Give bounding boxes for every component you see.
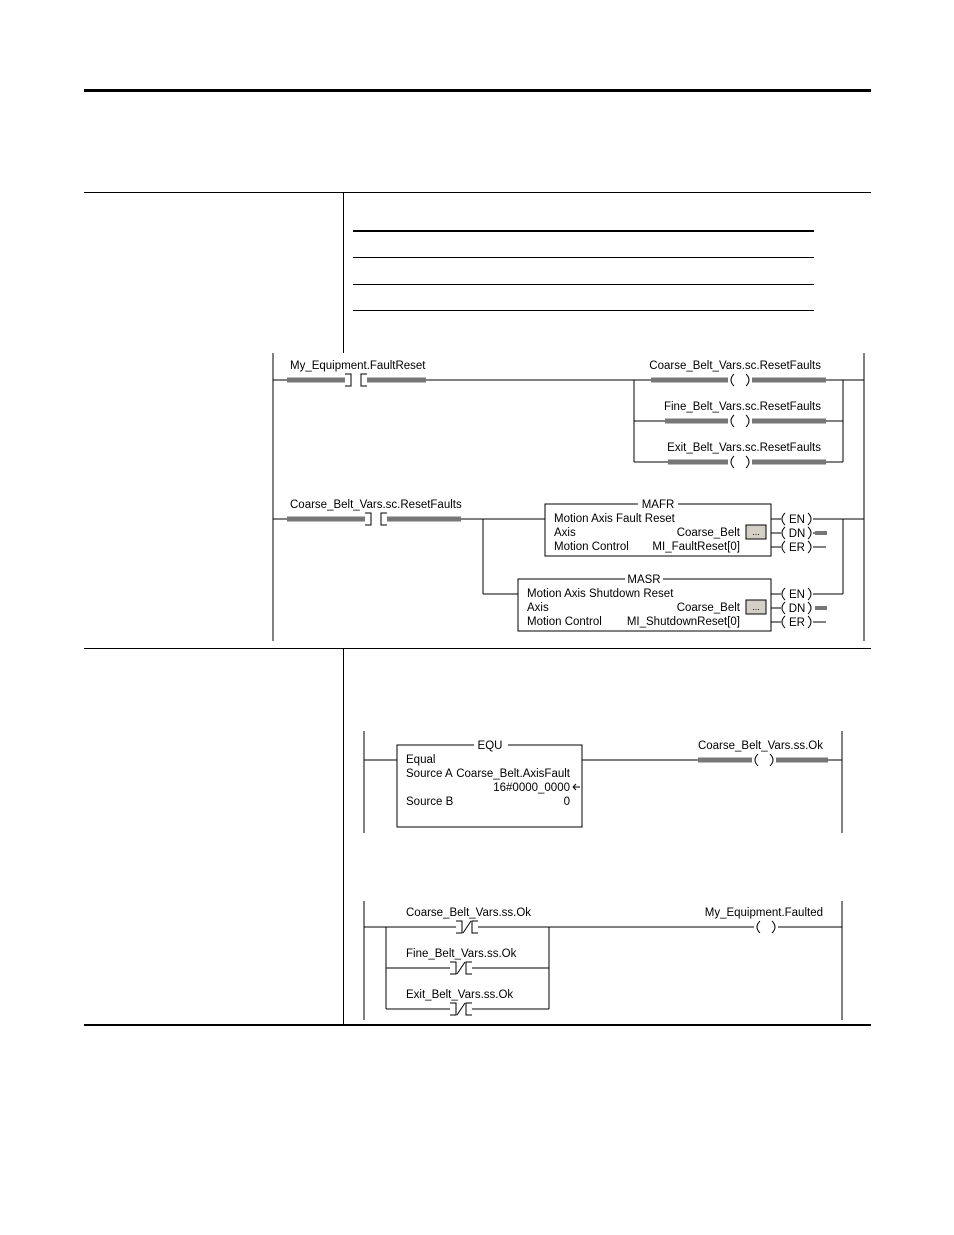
mafr-instruction-block[interactable]: MAFR Motion Axis Fault Reset Axis Coarse…	[544, 498, 772, 557]
contact-xic[interactable]	[345, 373, 367, 387]
status-bit-dn: DN	[781, 526, 812, 540]
axis-label: Axis	[554, 527, 576, 539]
status-bit-er: ER	[781, 540, 812, 554]
svg-text:ER: ER	[789, 542, 805, 554]
coil-ote[interactable]	[728, 455, 752, 469]
rung-3: EQU Equal Source A Coarse_Belt.AxisFault…	[363, 731, 843, 833]
rung-2: Coarse_Belt_Vars.sc.ResetFaults MAFR Mot…	[273, 498, 864, 632]
coil-ote[interactable]	[728, 414, 752, 428]
svg-text:DN: DN	[789, 528, 806, 540]
contact-xio[interactable]	[456, 920, 478, 934]
svg-text:EN: EN	[789, 589, 805, 601]
subtable-rule-top	[353, 230, 814, 232]
table-row-rule	[84, 648, 871, 649]
arrow-left-icon	[572, 783, 580, 791]
coil-tag-label: Fine_Belt_Vars.sc.ResetFaults	[664, 401, 821, 413]
header-rule	[84, 89, 871, 92]
table-column-divider-lower	[343, 648, 344, 1025]
contact-xio[interactable]	[450, 961, 472, 975]
source-a-tag: Coarse_Belt.AxisFault	[456, 768, 571, 780]
table-column-divider	[343, 192, 344, 353]
source-a-value: 16#0000_0000	[493, 782, 570, 794]
motion-control-value: MI_FaultReset[0]	[652, 541, 740, 553]
axis-value: Coarse_Belt	[677, 527, 741, 539]
coil-ote[interactable]	[728, 373, 752, 387]
coil-tag-label: Exit_Belt_Vars.sc.ResetFaults	[667, 442, 821, 454]
motion-control-label: Motion Control	[554, 541, 629, 553]
instruction-description: Motion Axis Fault Reset	[554, 513, 676, 525]
contact-xic[interactable]	[365, 512, 387, 526]
subtable-rule	[353, 284, 814, 285]
status-bit-en: EN	[781, 512, 812, 526]
rung-1: My_Equipment.FaultReset Coarse_Belt_Vars…	[273, 360, 864, 469]
contact-xio[interactable]	[450, 1002, 472, 1016]
svg-text:ER: ER	[789, 617, 805, 629]
source-b-value: 0	[564, 796, 570, 808]
instruction-name: MASR	[627, 574, 660, 586]
instruction-description: Equal	[406, 754, 435, 766]
svg-text:EN: EN	[789, 514, 805, 526]
table-top-rule	[84, 192, 871, 193]
contact-tag-label: Fine_Belt_Vars.ss.Ok	[406, 948, 517, 960]
source-a-label: Source A	[406, 768, 453, 780]
motion-control-value: MI_ShutdownReset[0]	[627, 616, 740, 628]
contact-tag-label: Coarse_Belt_Vars.sc.ResetFaults	[290, 499, 462, 511]
motion-control-label: Motion Control	[527, 616, 602, 628]
axis-label: Axis	[527, 602, 549, 614]
coil-ote[interactable]	[754, 920, 778, 934]
subtable-rule	[353, 310, 814, 311]
status-bit-er: ER	[781, 615, 812, 629]
equ-instruction-block[interactable]: EQU Equal Source A Coarse_Belt.AxisFault…	[396, 739, 583, 828]
browse-button[interactable]: ...	[745, 599, 767, 615]
contact-tag-label: Coarse_Belt_Vars.ss.Ok	[406, 907, 531, 919]
svg-text:...: ...	[752, 527, 760, 537]
browse-button[interactable]: ...	[745, 524, 767, 540]
svg-text:...: ...	[752, 602, 760, 612]
axis-value: Coarse_Belt	[677, 602, 741, 614]
coil-tag-label: My_Equipment.Faulted	[705, 907, 823, 919]
instruction-name: EQU	[478, 740, 503, 752]
subtable-rule	[353, 257, 814, 258]
contact-tag-label: Exit_Belt_Vars.ss.Ok	[406, 989, 513, 1001]
contact-tag-label: My_Equipment.FaultReset	[290, 360, 426, 372]
masr-instruction-block[interactable]: MASR Motion Axis Shutdown Reset Axis Coa…	[517, 573, 772, 632]
coil-tag-label: Coarse_Belt_Vars.ss.Ok	[698, 740, 823, 752]
coil-tag-label: Coarse_Belt_Vars.sc.ResetFaults	[649, 360, 821, 372]
instruction-name: MAFR	[642, 499, 675, 511]
source-b-label: Source B	[406, 796, 454, 808]
instruction-description: Motion Axis Shutdown Reset	[527, 588, 674, 600]
coil-ote[interactable]	[752, 753, 776, 767]
table-bottom-rule	[84, 1024, 871, 1026]
svg-text:DN: DN	[789, 603, 806, 615]
status-bit-dn: DN	[781, 601, 812, 615]
rung-4: Coarse_Belt_Vars.ss.Ok Fine_Belt_Vars.ss…	[363, 901, 843, 1020]
status-bit-en: EN	[781, 587, 812, 601]
